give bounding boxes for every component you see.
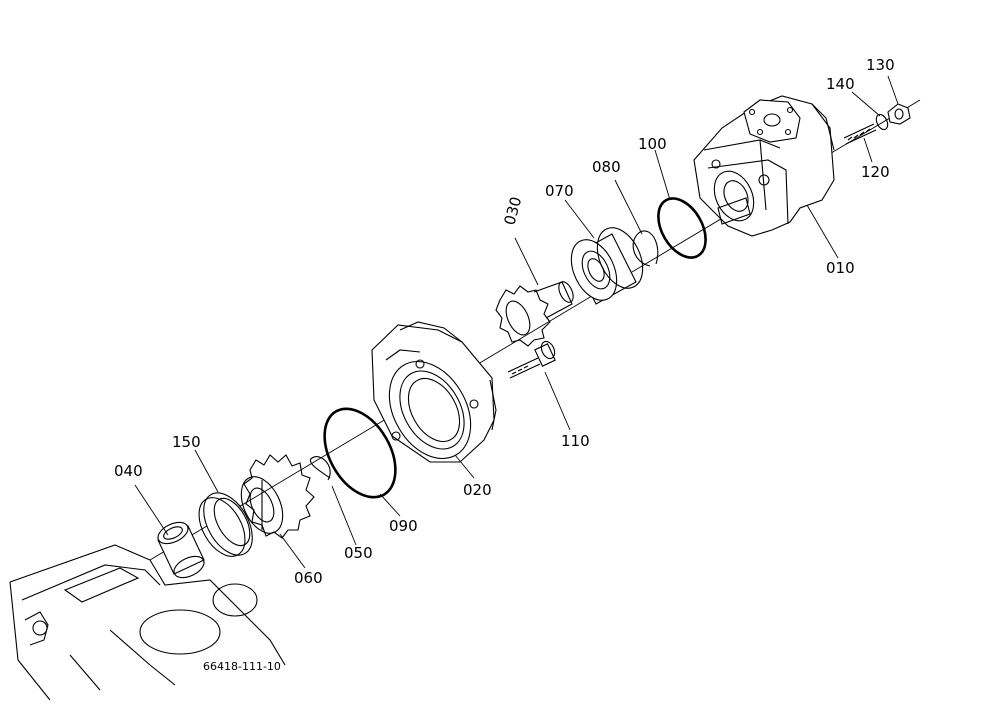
- callout-110: 110: [561, 432, 590, 450]
- part-060-gear: [240, 454, 315, 539]
- part-140-washer: [875, 113, 889, 131]
- callout-080: 080: [592, 158, 621, 176]
- callout-050: 050: [344, 544, 373, 562]
- callout-090: 090: [389, 517, 418, 535]
- callout-060: 060: [294, 569, 323, 587]
- part-040-bushing: [157, 521, 205, 579]
- part-010-hydraulic-pump: [693, 95, 835, 237]
- part-020-flange-housing: [371, 321, 497, 463]
- gear-case-housing: [9, 544, 286, 701]
- callout-040: 040: [114, 462, 143, 480]
- callout-070: 070: [545, 182, 574, 200]
- callout-140: 140: [826, 75, 855, 93]
- part-090-o-ring: [323, 407, 397, 499]
- callout-120: 120: [861, 163, 890, 181]
- drawing-number: 66418-111-10: [203, 660, 281, 673]
- callout-leader-lines: [134, 75, 899, 569]
- part-110-bolt: [507, 340, 556, 379]
- part-150-seal: [198, 492, 253, 557]
- callout-020: 020: [463, 481, 492, 499]
- part-050-circlip: [310, 456, 331, 481]
- part-130-nut: [887, 103, 911, 125]
- part-080-circlip: [632, 230, 659, 267]
- callout-030: 030: [500, 195, 525, 227]
- part-030-drive-gear: [495, 281, 574, 347]
- part-120-stud: [843, 123, 877, 145]
- callout-150: 150: [172, 433, 201, 451]
- callout-100: 100: [638, 135, 667, 153]
- part-070-bearing: [570, 227, 644, 305]
- callout-130: 130: [866, 56, 895, 74]
- callout-010: 010: [826, 259, 855, 277]
- part-100-o-ring: [657, 197, 707, 259]
